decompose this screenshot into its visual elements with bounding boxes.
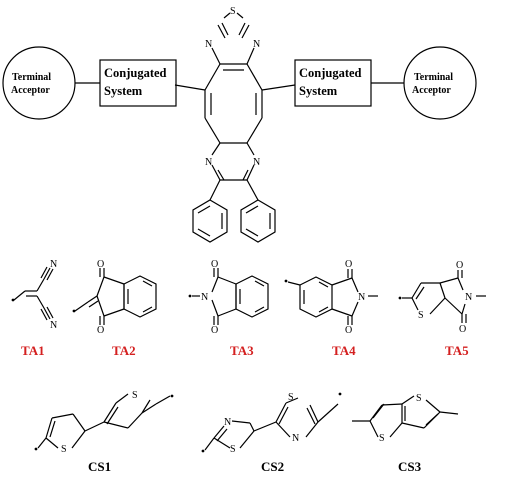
core-n-atom-right: N	[253, 39, 260, 50]
left-circle-line1: Terminal	[12, 72, 51, 83]
ta5-o-atom-bottom: O	[459, 324, 466, 335]
ta4-structure	[287, 269, 378, 325]
left-connector	[174, 84, 206, 91]
ta1-n-atom-bottom: N	[50, 320, 57, 331]
pyrazine-ring	[209, 142, 259, 201]
right-phenyl-ring	[240, 199, 276, 243]
left-phenyl-ring	[192, 199, 228, 243]
core-s-atom: S	[230, 6, 236, 17]
right-terminal-acceptor-circle	[403, 46, 477, 120]
ta5-structure	[402, 270, 486, 323]
cs3-structure	[352, 395, 459, 438]
cs3-label: CS3	[398, 459, 422, 474]
ta3-structure	[192, 268, 269, 325]
left-circle-line2: Acceptor	[11, 85, 50, 96]
left-terminal-acceptor-circle	[2, 46, 76, 120]
ta1-n-atom-top: N	[50, 259, 57, 270]
cs3-s-atom-top: S	[416, 393, 422, 404]
cs1-structure	[37, 393, 171, 449]
ta3-o-atom-bottom: O	[211, 325, 218, 336]
central-benzene-ring	[204, 63, 263, 144]
right-connector	[261, 84, 296, 91]
cs2-s-atom-right: S	[288, 392, 294, 403]
ta2-structure	[74, 268, 157, 325]
ta5-o-atom-top: O	[456, 260, 463, 271]
right-circle-line1: Terminal	[414, 72, 453, 83]
right-box-line2: System	[299, 84, 338, 98]
cs2-n-atom-left: N	[224, 417, 231, 428]
cs2-label: CS2	[261, 459, 284, 474]
ta5-label: TA5	[445, 343, 469, 358]
cs2-structure	[204, 397, 339, 451]
pyrazine-n-atom-left: N	[205, 157, 212, 168]
ta5-n-atom: N	[465, 292, 472, 303]
thiadiazole-ring	[211, 12, 255, 65]
cs2-s-atom-left: S	[230, 444, 236, 455]
ta4-o-atom-bottom: O	[345, 325, 352, 336]
left-box-line1: Conjugated	[104, 66, 167, 80]
ta2-o-atom-top: O	[97, 259, 104, 270]
cs2-n-atom-right: N	[292, 433, 299, 444]
left-box-line2: System	[104, 84, 143, 98]
ta1-label: TA1	[21, 343, 45, 358]
attachment-dots	[11, 279, 402, 453]
ta1-structure	[13, 266, 54, 321]
cs1-s-atom-left: S	[61, 444, 67, 455]
cs1-label: CS1	[88, 459, 111, 474]
core-n-atom-left: N	[205, 39, 212, 50]
ta3-o-atom-top: O	[211, 259, 218, 270]
pyrazine-n-atom-right: N	[253, 157, 260, 168]
ta4-n-atom: N	[358, 292, 365, 303]
cs1-s-atom-right: S	[132, 390, 138, 401]
ta3-label: TA3	[230, 343, 254, 358]
ta5-s-atom: S	[418, 310, 424, 321]
ta2-o-atom-bottom: O	[97, 325, 104, 336]
ta3-n-atom: N	[201, 292, 208, 303]
ta4-label: TA4	[332, 343, 356, 358]
right-box-line1: Conjugated	[299, 66, 362, 80]
cs3-s-atom-bottom: S	[379, 433, 385, 444]
ta4-o-atom-top: O	[345, 259, 352, 270]
right-circle-line2: Acceptor	[412, 85, 451, 96]
ta2-label: TA2	[112, 343, 136, 358]
